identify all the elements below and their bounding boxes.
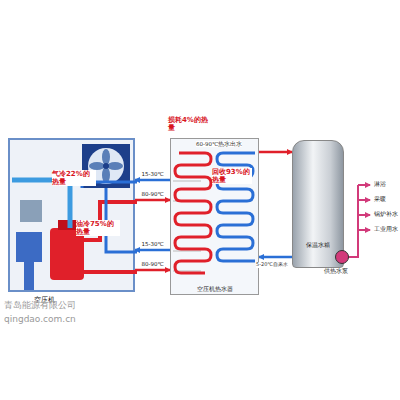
note-label: 回收93%的热量 (212, 168, 252, 184)
watermark: 青岛能源有限公司 (4, 300, 76, 310)
compressor-illustration (10, 140, 137, 294)
node-label: 空压机热水器 (171, 286, 258, 293)
node-label: 供热水泵 (324, 267, 348, 274)
coil-illustration (171, 139, 256, 296)
note-label: 损耗4%的热量 (168, 116, 208, 132)
distribution-pipes (349, 185, 370, 257)
pipe-connector (259, 151, 292, 154)
note-label: 60-90℃热水出水 (196, 141, 242, 147)
node-label: 保温水箱 (293, 241, 343, 248)
heat-exchanger: 空压机热水器 (170, 138, 259, 295)
note-label: 5-20℃自来水 (256, 262, 288, 268)
pipe-connector (135, 269, 170, 272)
temperature-label: 80-90℃ (141, 261, 163, 267)
pipe-connector (259, 256, 292, 259)
water-tank: 保温水箱 (292, 140, 344, 268)
temperature-label: 80-90℃ (141, 191, 163, 197)
temperature-label: 15-30℃ (141, 171, 163, 177)
outlet-label: 淋浴 (374, 181, 386, 187)
outlet-label: 工业用水 (374, 226, 398, 232)
compressor-housing: 空压机 (8, 138, 135, 292)
note-label: 油冷75%的热量 (76, 220, 120, 236)
outlet-label: 采暖 (374, 196, 386, 202)
temperature-label: 15-30℃ (141, 241, 163, 247)
note-label: 气冷22%的热量 (52, 170, 96, 186)
pipe-connector (135, 199, 170, 202)
pump-symbol: 供热水泵 (335, 250, 349, 264)
pipe-connector (135, 249, 170, 252)
outlet-label: 锅炉补水 (374, 211, 398, 217)
watermark: qingdao.com.cn (4, 314, 76, 324)
pipe-connector (135, 179, 170, 182)
